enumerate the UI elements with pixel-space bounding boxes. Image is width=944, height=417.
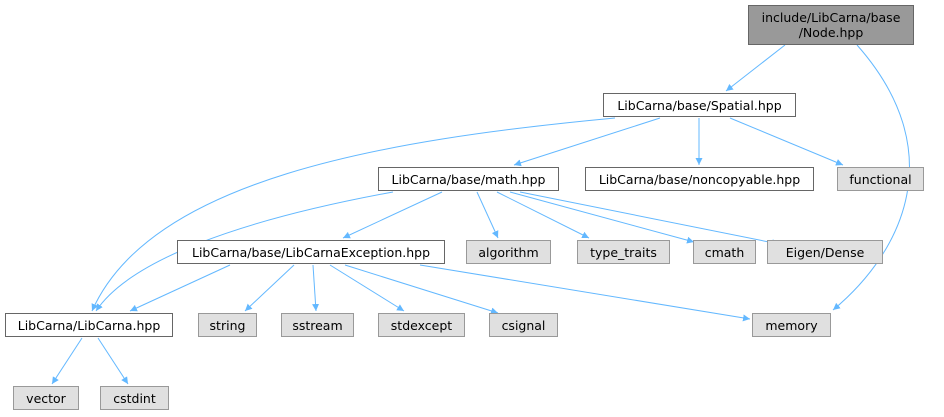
node-algorithm-label: algorithm	[478, 244, 539, 260]
edge-libcarna_hpp-to-vector	[51, 337, 83, 385]
node-memory-label: memory	[765, 317, 818, 333]
edge-node_hpp-to-memory	[832, 44, 910, 311]
edge-spatial_hpp-to-libcarna_hpp	[91, 117, 616, 312]
edge-node_hpp-to-spatial_hpp	[725, 44, 786, 92]
node-noncopyable-hpp[interactable]: LibCarna/base/noncopyable.hpp	[585, 167, 814, 191]
node-eigen-dense: Eigen/Dense	[767, 240, 883, 264]
edge-spatial_hpp-to-functional	[729, 117, 844, 166]
node-cstdint-label: cstdint	[113, 390, 156, 406]
node-libcarna-exception-hpp-label: LibCarna/base/LibCarnaException.hpp	[191, 244, 431, 260]
node-spatial-hpp-label: LibCarna/base/Spatial.hpp	[617, 97, 782, 113]
edge-exception_hpp-to-stdexcept	[329, 264, 405, 312]
node-type-traits: type_traits	[577, 240, 670, 264]
node-functional-label: functional	[849, 171, 912, 187]
edge-exception_hpp-to-csignal	[344, 264, 499, 315]
edge-exception_hpp-to-libcarna_hpp	[129, 264, 231, 312]
node-noncopyable-hpp-label: LibCarna/base/noncopyable.hpp	[598, 171, 801, 187]
node-libcarna-exception-hpp[interactable]: LibCarna/base/LibCarnaException.hpp	[177, 240, 445, 264]
edge-libcarna_hpp-to-cstdint	[97, 337, 129, 385]
node-libcarna-hpp-label: LibCarna/LibCarna.hpp	[17, 317, 161, 333]
node-math-hpp-label: LibCarna/base/math.hpp	[391, 171, 546, 187]
node-cmath-label: cmath	[704, 244, 745, 260]
node-vector-label: vector	[26, 390, 66, 406]
node-stdexcept: stdexcept	[378, 313, 465, 337]
node-cmath: cmath	[693, 240, 756, 264]
node-algorithm: algorithm	[466, 240, 551, 264]
edge-spatial_hpp-to-math_hpp	[513, 117, 661, 167]
node-eigen-dense-label: Eigen/Dense	[785, 244, 865, 260]
edge-math_hpp-to-algorithm	[476, 191, 499, 239]
node-libcarna-hpp[interactable]: LibCarna/LibCarna.hpp	[5, 313, 173, 337]
node-stdexcept-label: stdexcept	[390, 317, 453, 333]
node-csignal-label: csignal	[501, 317, 546, 333]
node-string-label: string	[209, 317, 246, 333]
node-functional: functional	[837, 167, 924, 191]
node-cstdint: cstdint	[100, 386, 169, 410]
edge-exception_hpp-to-sstream	[312, 264, 320, 312]
edge-math_hpp-to-exception_hpp	[342, 191, 443, 239]
node-csignal: csignal	[489, 313, 558, 337]
node-sstream-label: sstream	[292, 317, 343, 333]
node-vector: vector	[13, 386, 79, 410]
edge-math_hpp-to-cmath	[509, 191, 695, 244]
node-node-hpp[interactable]: include/LibCarna/base/Node.hpp	[748, 5, 914, 45]
node-string: string	[198, 313, 257, 337]
node-type-traits-label: type_traits	[590, 244, 657, 260]
edge-math_hpp-to-eigen_dense	[519, 191, 780, 247]
node-spatial-hpp[interactable]: LibCarna/base/Spatial.hpp	[603, 93, 796, 117]
node-sstream: sstream	[281, 313, 354, 337]
node-node-hpp-label: include/LibCarna/base/Node.hpp	[761, 10, 901, 40]
edge-math_hpp-to-type_traits	[496, 191, 590, 239]
edge-exception_hpp-to-string	[244, 264, 295, 312]
node-math-hpp[interactable]: LibCarna/base/math.hpp	[378, 167, 559, 191]
node-memory: memory	[752, 313, 831, 337]
edge-exception_hpp-to-memory	[419, 264, 751, 322]
